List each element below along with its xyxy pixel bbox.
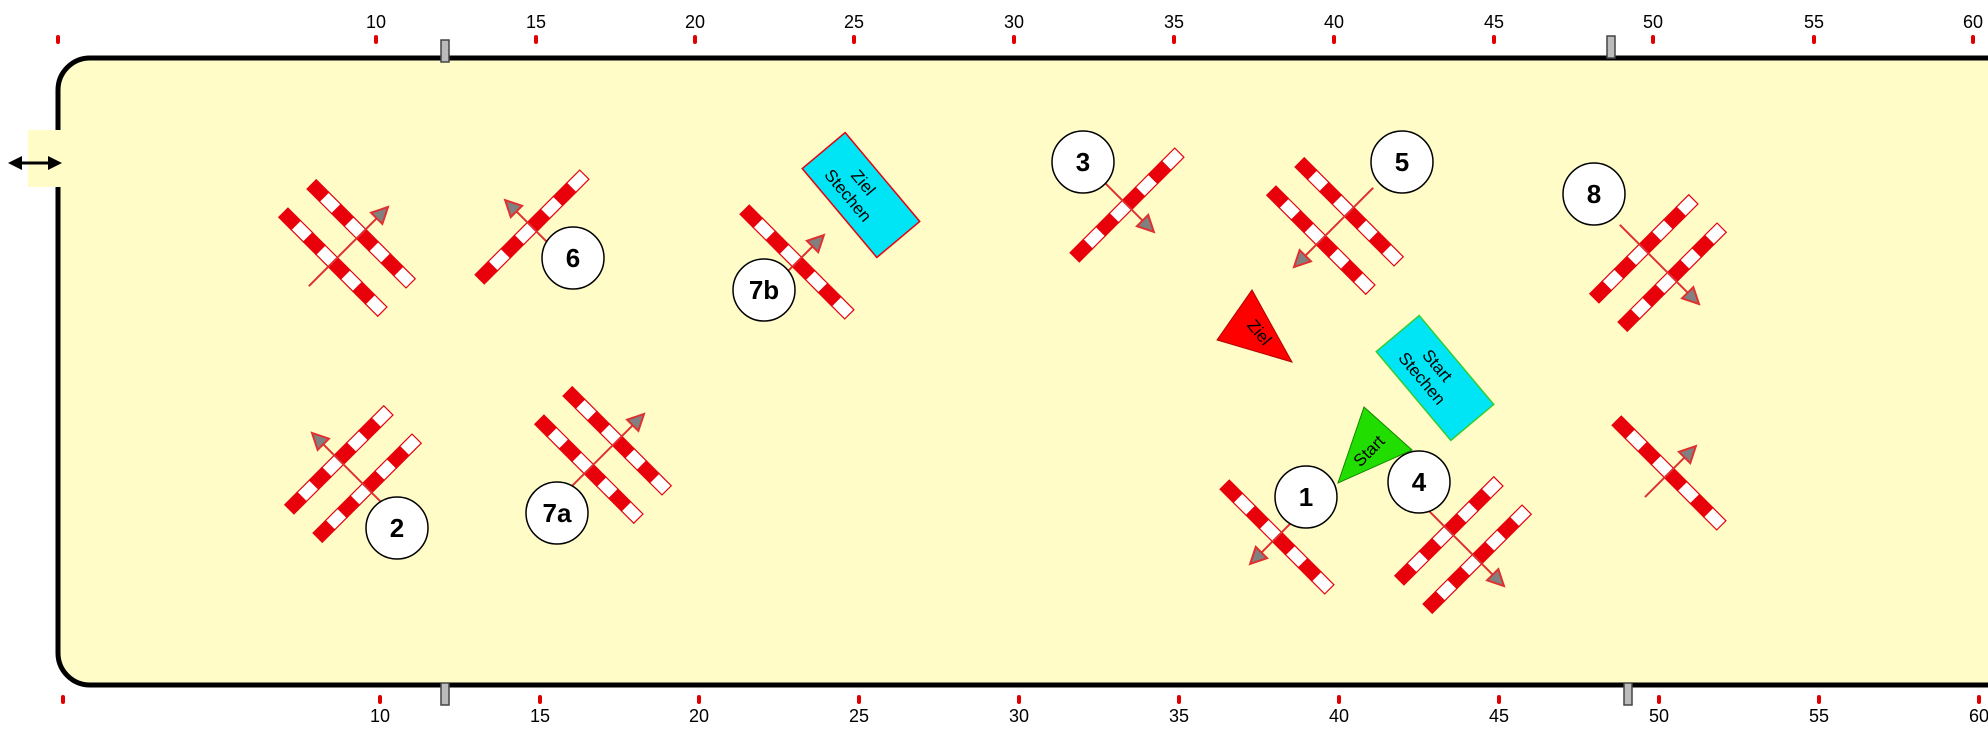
obstacle-double-5 — [1265, 156, 1405, 296]
obstacle-number-5: 5 — [1370, 130, 1434, 194]
ruler-label: 25 — [844, 12, 864, 32]
ruler-tick — [61, 695, 65, 704]
ruler-tick — [1017, 695, 1021, 704]
ruler-tick — [1172, 35, 1176, 44]
ruler-tick — [1012, 35, 1016, 44]
ruler-tick — [1177, 695, 1181, 704]
ruler-label: 25 — [849, 706, 869, 726]
ziel-flag: Ziel — [1216, 289, 1294, 363]
obstacle-vertical-7b — [739, 204, 855, 320]
double-arrow-icon — [8, 156, 62, 170]
ruler-tick — [857, 695, 861, 704]
ruler-label: 10 — [370, 706, 390, 726]
obstacle-double-2 — [283, 404, 423, 544]
svg-text:7a: 7a — [543, 498, 572, 528]
ruler-label: 40 — [1329, 706, 1349, 726]
ruler-tick — [697, 695, 701, 704]
ruler-tick — [1497, 695, 1501, 704]
ruler-label: 30 — [1009, 706, 1029, 726]
ruler-label: 55 — [1804, 12, 1824, 32]
ruler-tick — [1971, 35, 1975, 44]
ruler-tick — [852, 35, 856, 44]
obstacle-number-1: 1 — [1274, 465, 1338, 529]
ruler-label: 15 — [530, 706, 550, 726]
obstacle-double-8 — [1588, 193, 1728, 333]
ruler-tick — [56, 35, 60, 44]
obstacle-vertical-6 — [474, 169, 590, 285]
svg-text:2: 2 — [390, 513, 404, 543]
ruler-label: 50 — [1649, 706, 1669, 726]
obstacle-number-3: 3 — [1051, 130, 1115, 194]
svg-text:6: 6 — [566, 243, 580, 273]
ruler-top: 10 15 20 25 30 35 40 45 50 55 60 — [56, 12, 1983, 44]
ruler-label: 20 — [689, 706, 709, 726]
svg-text:7b: 7b — [749, 275, 779, 305]
obstacle-vertical-3 — [1069, 147, 1185, 263]
obstacle-number-7a: 7a — [525, 481, 589, 545]
gate-post-top-right — [1606, 35, 1616, 59]
svg-text:3: 3 — [1076, 147, 1090, 177]
obstacle-double-nw — [277, 178, 417, 318]
obstacle-double-7a — [533, 385, 673, 525]
obstacle-number-2: 2 — [365, 496, 429, 560]
svg-text:8: 8 — [1587, 179, 1601, 209]
gate-post-bottom-left — [440, 682, 450, 706]
arena — [55, 55, 1988, 688]
ruler-tick — [1657, 695, 1661, 704]
ruler-label: 55 — [1809, 706, 1829, 726]
obstacle-double-4 — [1393, 475, 1533, 615]
obstacle-vertical-1 — [1219, 479, 1335, 595]
obstacle-number-8: 8 — [1562, 162, 1626, 226]
ruler-label: 35 — [1169, 706, 1189, 726]
ruler-label: 45 — [1484, 12, 1504, 32]
ruler-tick — [534, 35, 538, 44]
ruler-label: 50 — [1643, 12, 1663, 32]
ruler-label: 30 — [1004, 12, 1024, 32]
ruler-tick — [1812, 35, 1816, 44]
obstacle-number-4: 4 — [1387, 450, 1451, 514]
ruler-label: 10 — [366, 12, 386, 32]
ruler-label: 40 — [1324, 12, 1344, 32]
gate-post-top-left — [440, 39, 450, 63]
ruler-label: 35 — [1164, 12, 1184, 32]
ruler-tick — [1651, 35, 1655, 44]
ruler-bottom: 10 15 20 25 30 35 40 45 50 55 60 — [61, 695, 1988, 726]
obstacle-vertical-e — [1611, 415, 1727, 531]
ruler-label: 60 — [1969, 706, 1988, 726]
ruler-tick — [693, 35, 697, 44]
ruler-tick — [1817, 695, 1821, 704]
ruler-label: 20 — [685, 12, 705, 32]
ruler-tick — [1492, 35, 1496, 44]
ruler-tick — [1977, 695, 1981, 704]
ruler-tick — [1337, 695, 1341, 704]
svg-text:4: 4 — [1412, 467, 1427, 497]
ruler-label: 60 — [1963, 12, 1983, 32]
ruler-tick — [1332, 35, 1336, 44]
obstacles: 6 7b 3 5 8 2 7a 1 4 — [277, 130, 1728, 615]
ruler-tick — [538, 695, 542, 704]
obstacle-number-7b: 7b — [732, 258, 796, 322]
entrance-gap — [28, 130, 62, 187]
ruler-tick — [374, 35, 378, 44]
svg-text:5: 5 — [1395, 147, 1409, 177]
ruler-label: 45 — [1489, 706, 1509, 726]
obstacle-number-6: 6 — [541, 226, 605, 290]
gate-post-bottom-right — [1623, 682, 1633, 706]
svg-text:1: 1 — [1299, 482, 1313, 512]
ruler-label: 15 — [526, 12, 546, 32]
ruler-tick — [378, 695, 382, 704]
